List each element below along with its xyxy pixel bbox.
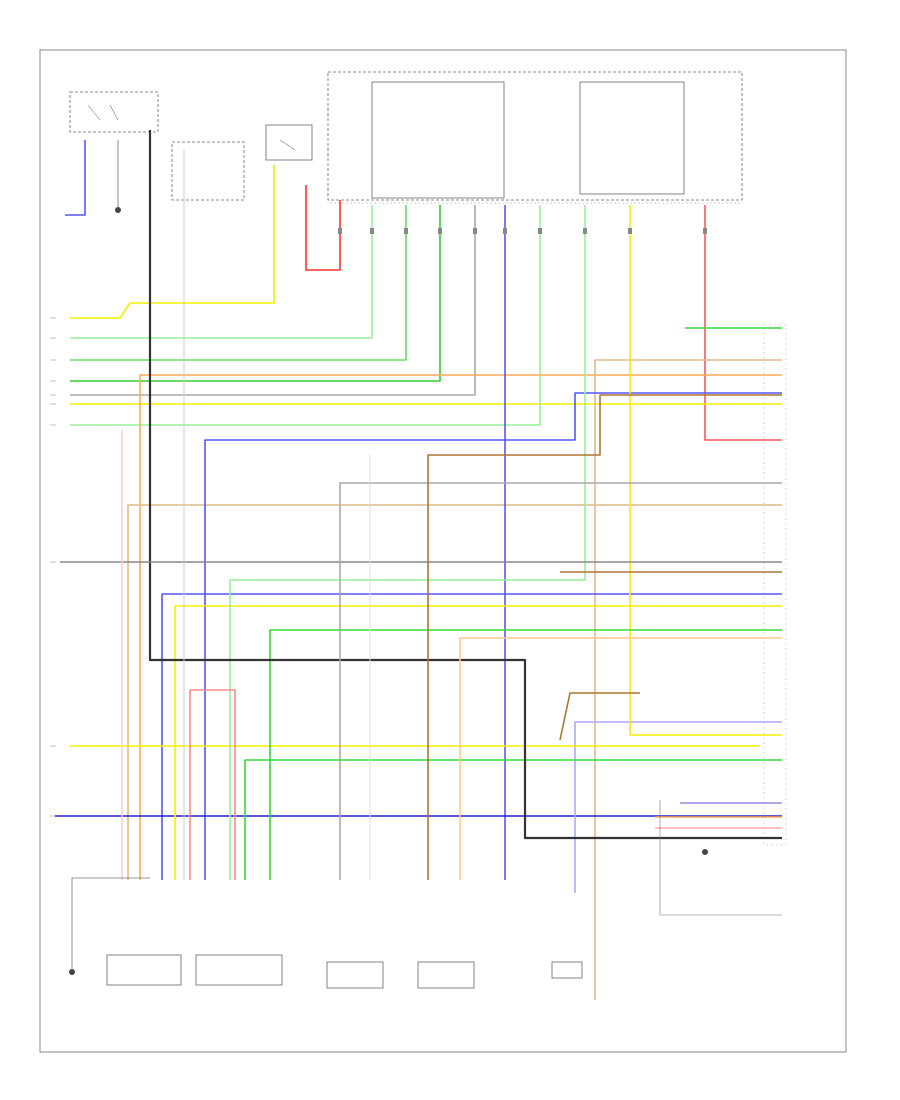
ecu-right-connector: [763, 324, 787, 846]
bottom-sensor-1: [326, 961, 384, 989]
fuse-block: [327, 71, 743, 201]
top-left-relay-component: [69, 91, 159, 133]
diagram-frame: [39, 49, 847, 1053]
pin-marks: [338, 228, 707, 234]
sensor-component: [171, 141, 245, 201]
left-pin-ticks: [50, 317, 56, 817]
bottom-sensor-2: [417, 961, 475, 989]
switch-component: [265, 124, 313, 161]
wires: [55, 130, 782, 1000]
bottom-connector-2: [195, 954, 283, 986]
ground-symbols: [69, 207, 708, 975]
ecu-note-box: [659, 800, 782, 916]
ground-wire-bottom-left: [71, 877, 150, 970]
bottom-switch: [551, 961, 583, 979]
bottom-connector-1: [106, 954, 182, 986]
